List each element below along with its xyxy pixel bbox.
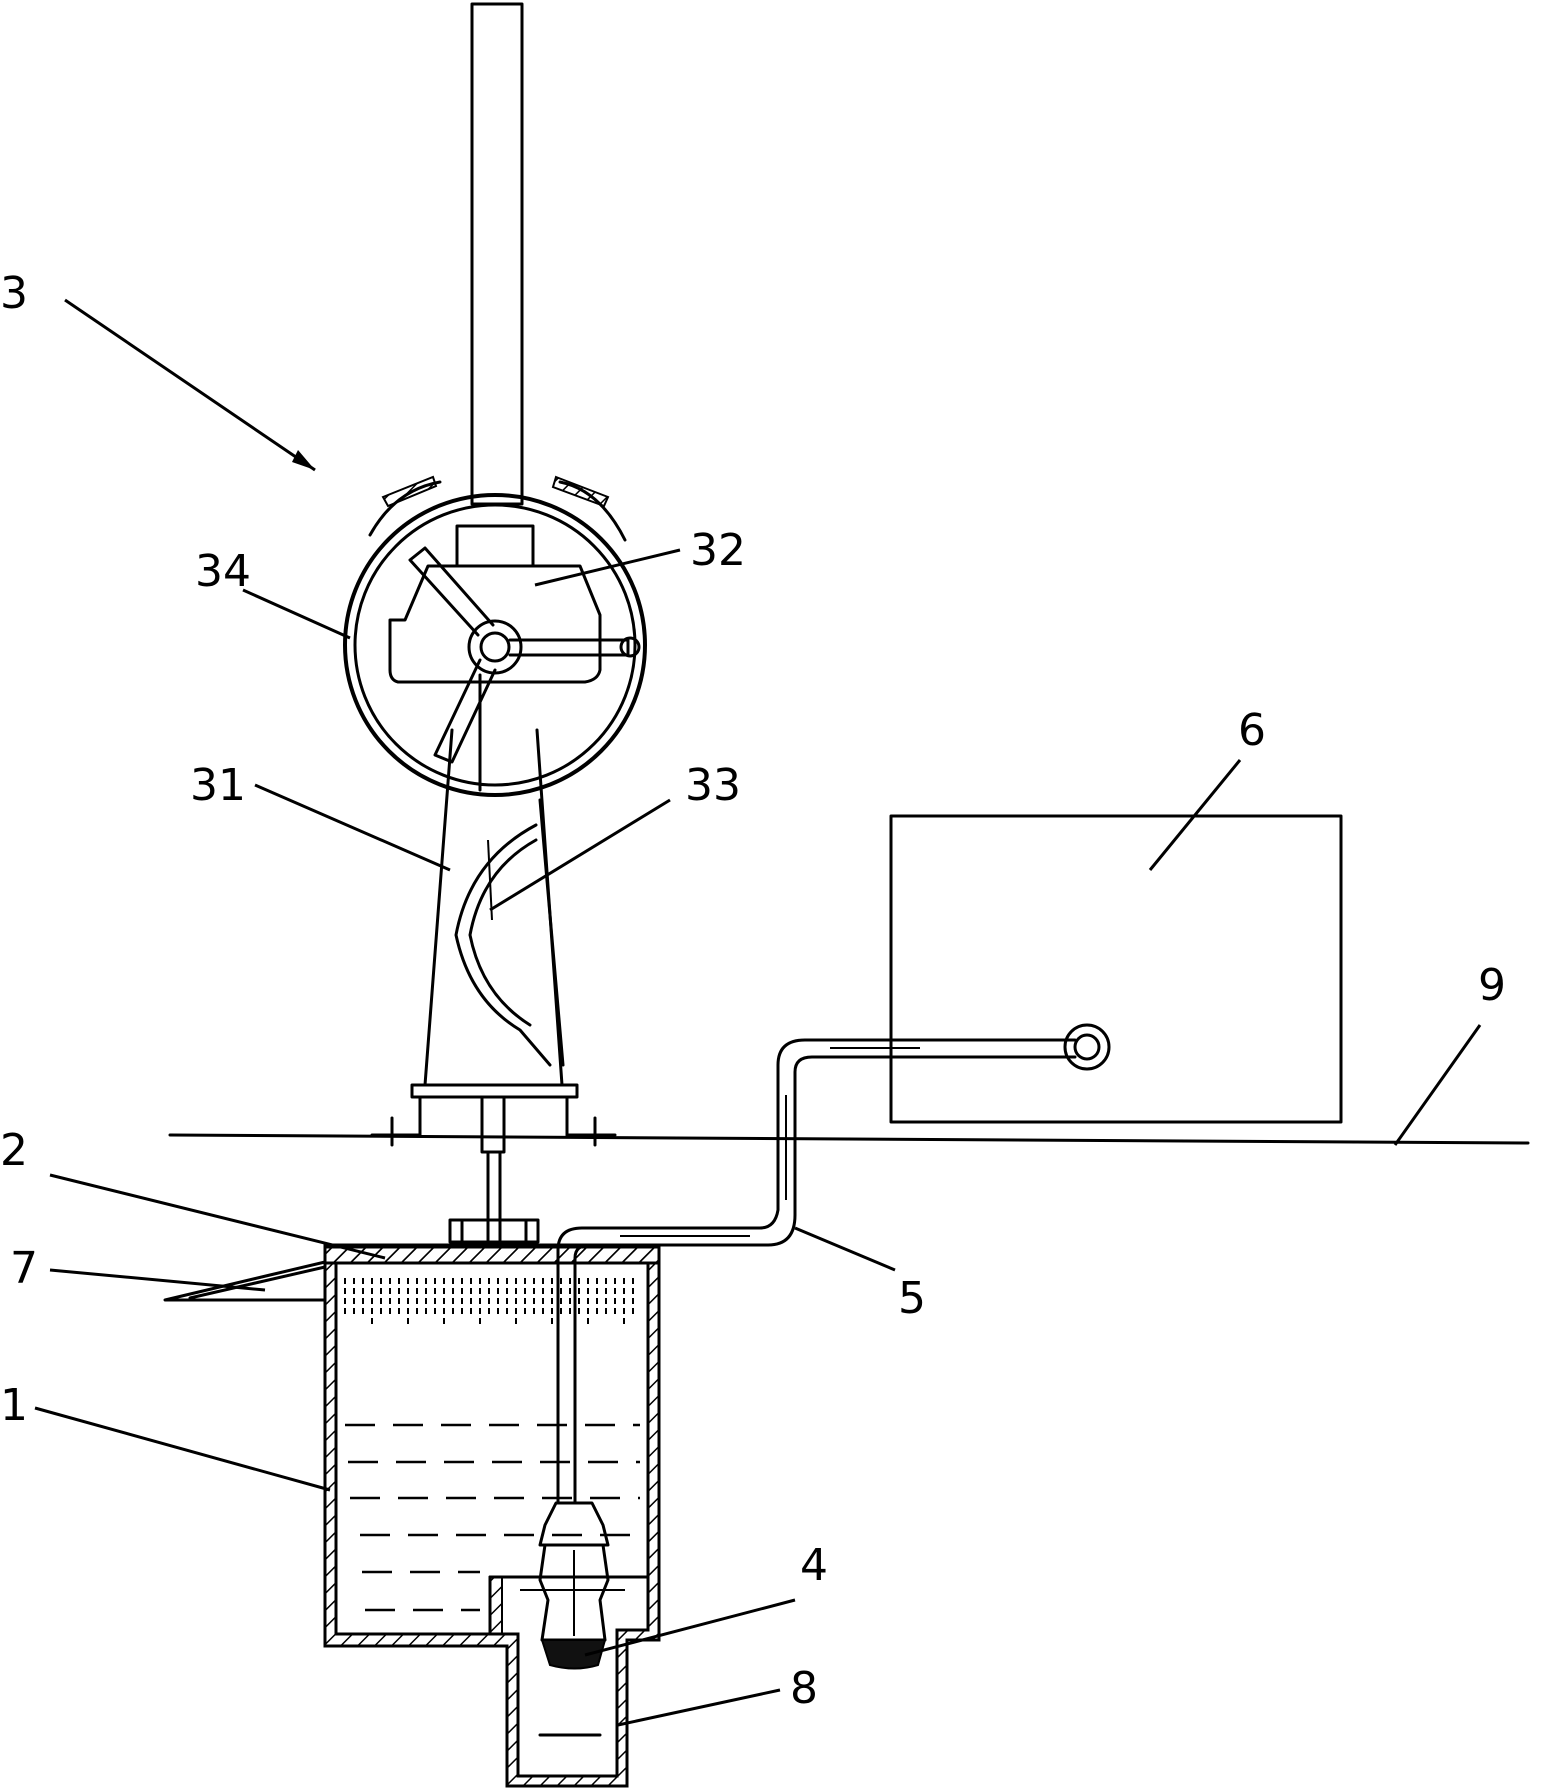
mast	[470, 2, 524, 506]
tank	[323, 1245, 661, 1788]
lid-vents	[344, 1278, 634, 1328]
helical-blade	[454, 823, 552, 1067]
label-rotor-ring: 34	[195, 546, 251, 597]
label-inlet: 7	[10, 1243, 38, 1294]
generator	[388, 524, 602, 684]
drive-shaft	[448, 1095, 540, 1244]
inlet-chute	[163, 1260, 327, 1302]
tank-lid	[323, 1243, 661, 1265]
label-sump: 8	[790, 1663, 818, 1714]
label-tower: 31	[190, 760, 246, 811]
label-pipe: 5	[898, 1273, 926, 1324]
tower	[370, 728, 617, 1147]
label-generator: 32	[690, 525, 746, 576]
label-pump: 4	[800, 1540, 828, 1591]
label-reservoir: 6	[1238, 705, 1266, 756]
label-helical-blade: 33	[685, 760, 741, 811]
label-wind-turbine: 3	[0, 268, 28, 319]
pipe	[556, 1023, 1111, 1505]
label-lid: 2	[0, 1125, 28, 1176]
labels: 3 34 32 31 33 6 9 2 7 5 1 4 8	[0, 268, 1506, 1714]
pump	[520, 1501, 625, 1670]
water	[345, 1423, 640, 1737]
label-ground: 9	[1478, 960, 1506, 1011]
brake-pads	[368, 475, 627, 542]
rotor-ring	[343, 493, 647, 797]
label-tank: 1	[0, 1380, 28, 1431]
leader-lines	[34, 298, 1482, 1727]
rotor-spokes	[408, 546, 641, 792]
reservoir-box	[889, 814, 1343, 1124]
